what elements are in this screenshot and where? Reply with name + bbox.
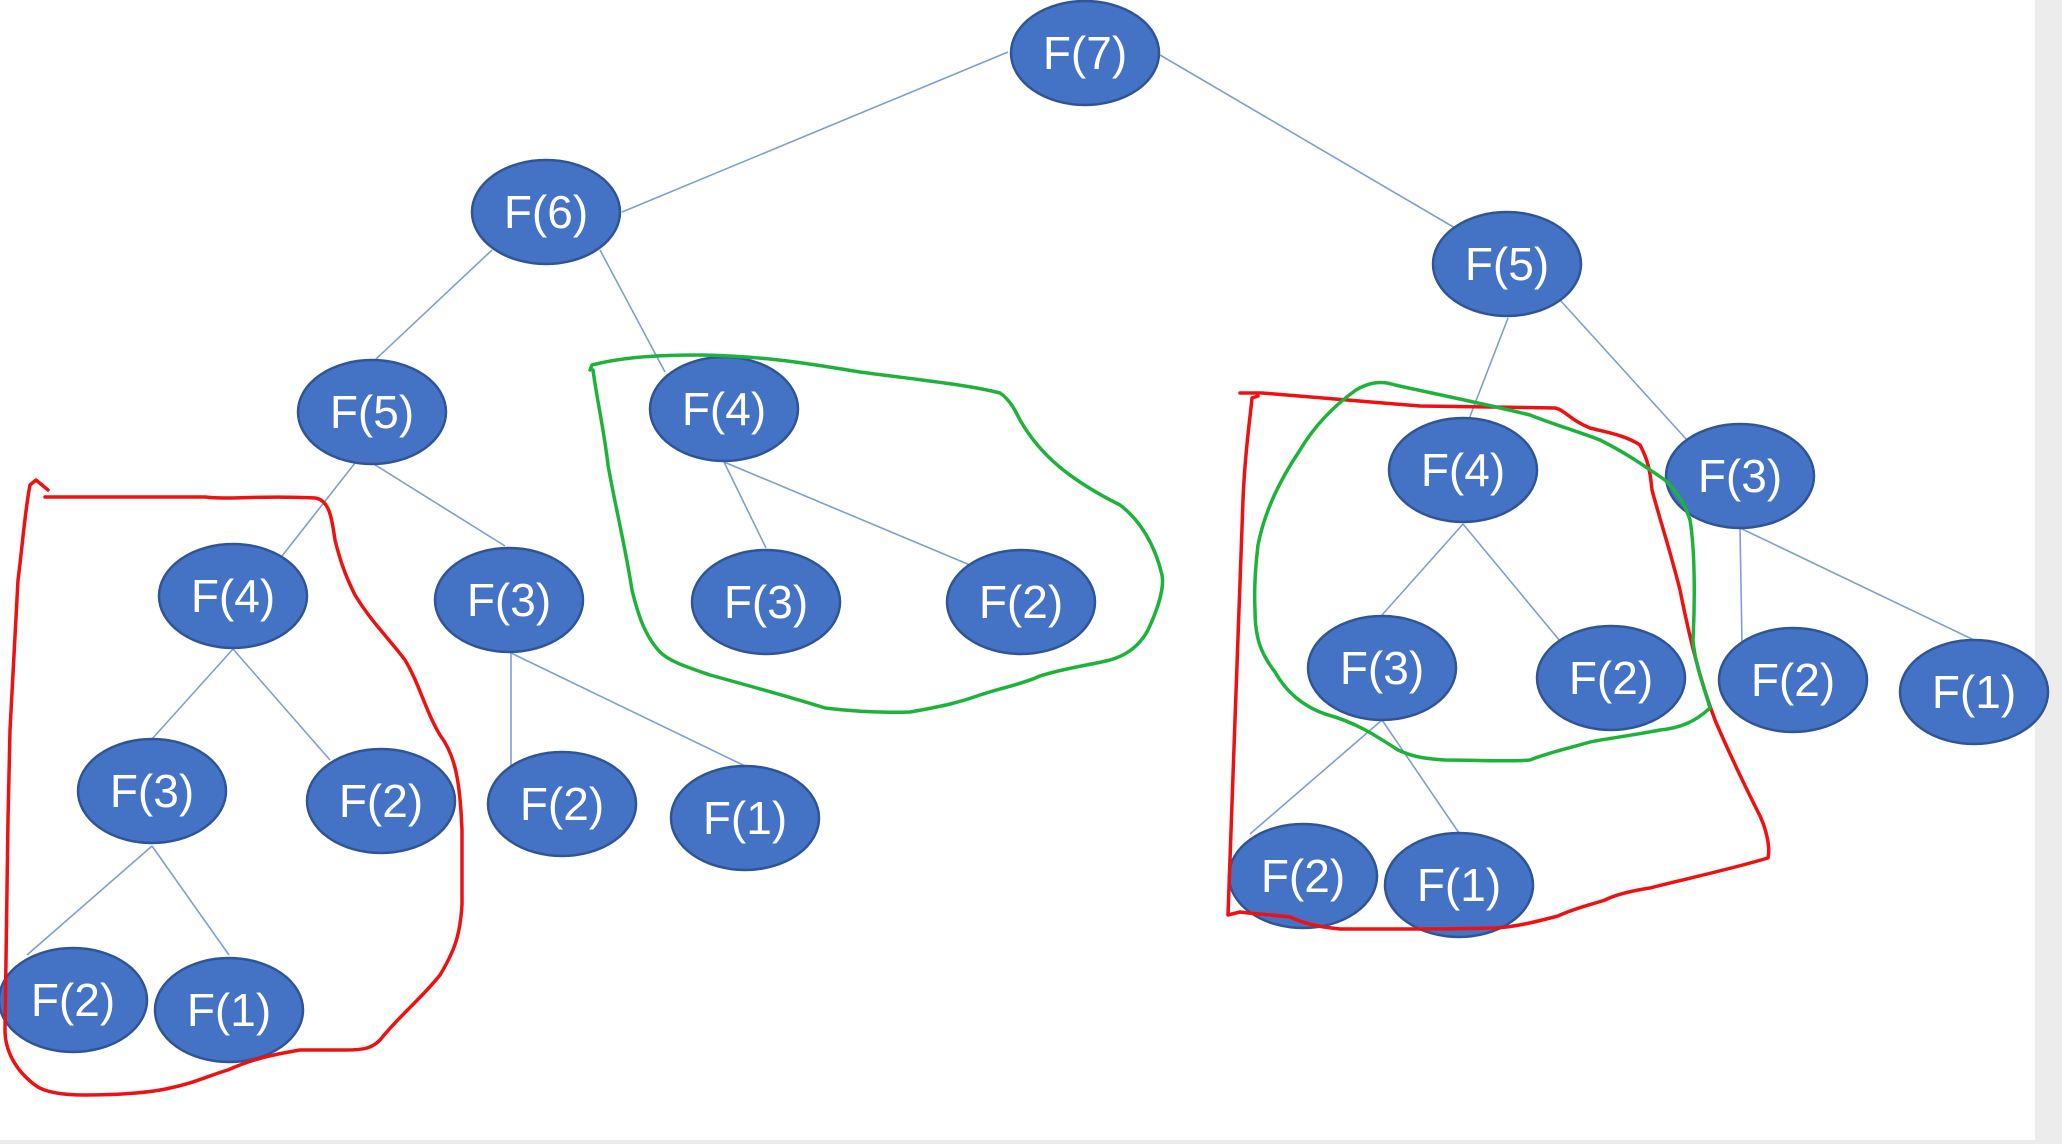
node-label: F(2) — [339, 775, 423, 827]
edge-n18-n23 — [1381, 719, 1460, 834]
edge-n7-n13 — [510, 652, 746, 767]
red-highlight-outline — [3, 478, 464, 1097]
node-ellipse — [1387, 416, 1539, 524]
edge-n3-n7 — [371, 462, 506, 547]
node-ellipse — [305, 747, 457, 855]
node-label: F(3) — [1698, 450, 1782, 502]
edge-n5-n11 — [232, 648, 331, 761]
node-label: F(2) — [1261, 850, 1345, 902]
node-ellipse — [669, 764, 821, 872]
edge-n3-n5 — [281, 462, 356, 557]
node-ellipse — [153, 956, 305, 1064]
tree-node: F(3) — [433, 546, 585, 654]
node-label: F(2) — [1569, 652, 1653, 704]
tree-node: F(5) — [296, 358, 448, 466]
tree-node: F(1) — [1383, 831, 1535, 939]
node-label: F(7) — [1043, 27, 1127, 79]
tree-node: F(3) — [690, 548, 842, 656]
tree-node: F(4) — [648, 355, 800, 463]
edge-n6-n8 — [723, 461, 767, 549]
tree-node: F(2) — [1535, 624, 1687, 732]
node-ellipse — [1306, 614, 1458, 722]
node-label: F(5) — [330, 386, 414, 438]
tree-node: F(4) — [157, 542, 309, 650]
edge-n4-n17 — [1559, 299, 1688, 441]
tree-node: F(3) — [1664, 422, 1816, 530]
node-label: F(4) — [191, 570, 275, 622]
edge-n2-n6 — [599, 249, 666, 373]
node-label: F(2) — [520, 778, 604, 830]
node-label: F(2) — [1751, 654, 1835, 706]
nodes-layer: F(7) F(6) F(5) F(5) F(4) F(4) F(3) F(3) F(2) F(3)… — [0, 0, 2050, 1064]
tree-node: F(2) — [1717, 626, 1869, 734]
tree-node: F(2) — [0, 946, 149, 1054]
tree-node: F(7) — [1009, 0, 1161, 107]
tree-node: F(2) — [1227, 822, 1379, 930]
edge-n17-n21 — [1739, 527, 1975, 641]
edge-n6-n9 — [723, 461, 971, 566]
node-ellipse — [76, 737, 228, 845]
tree-node: F(5) — [1431, 210, 1583, 318]
edge-n1-n2 — [621, 51, 1009, 213]
node-label: F(3) — [467, 574, 551, 626]
node-label: F(3) — [724, 576, 808, 628]
tree-node: F(4) — [1387, 416, 1539, 524]
node-ellipse — [945, 548, 1097, 656]
edge-n1-n4 — [1159, 54, 1456, 229]
green-highlight-outline — [1252, 380, 1712, 763]
tree-node: F(2) — [305, 747, 457, 855]
tree-node: F(1) — [153, 956, 305, 1064]
node-label: F(3) — [110, 765, 194, 817]
node-ellipse — [1431, 210, 1583, 318]
node-ellipse — [1664, 422, 1816, 530]
node-ellipse — [433, 546, 585, 654]
node-label: F(4) — [682, 383, 766, 435]
node-ellipse — [690, 548, 842, 656]
node-label: F(1) — [1417, 859, 1501, 911]
node-ellipse — [470, 158, 622, 266]
highlight-marks-layer — [3, 353, 1771, 1097]
node-label: F(1) — [1932, 666, 2016, 718]
tree-node: F(2) — [486, 750, 638, 858]
node-ellipse — [1898, 638, 2050, 746]
tree-node: F(3) — [76, 737, 228, 845]
tree-node: F(1) — [669, 764, 821, 872]
tree-node: F(6) — [470, 158, 622, 266]
node-label: F(3) — [1340, 642, 1424, 694]
edge-n10-n15 — [151, 845, 230, 956]
tree-node: F(1) — [1898, 638, 2050, 746]
edges-layer — [26, 51, 1975, 956]
node-ellipse — [1009, 0, 1161, 107]
node-ellipse — [1383, 831, 1535, 939]
node-label: F(2) — [979, 576, 1063, 628]
node-label: F(1) — [187, 984, 271, 1036]
node-ellipse — [0, 946, 149, 1054]
tree-node: F(2) — [945, 548, 1097, 656]
node-ellipse — [1717, 626, 1869, 734]
node-label: F(2) — [31, 974, 115, 1026]
edge-n18-n24 — [1249, 719, 1383, 835]
node-label: F(1) — [703, 792, 787, 844]
green-highlight-outline — [588, 353, 1165, 715]
tree-node: F(3) — [1306, 614, 1458, 722]
node-label: F(6) — [504, 186, 588, 238]
node-label: F(5) — [1465, 238, 1549, 290]
node-label: F(4) — [1421, 444, 1505, 496]
node-ellipse — [157, 542, 309, 650]
edge-n16-n18 — [1381, 523, 1464, 616]
red-highlight-outline — [1226, 391, 1771, 931]
node-ellipse — [1535, 624, 1687, 732]
edge-n10-n14 — [26, 845, 153, 956]
node-ellipse — [486, 750, 638, 858]
node-ellipse — [296, 358, 448, 466]
edge-n5-n10 — [151, 648, 234, 740]
edge-n2-n3 — [375, 249, 493, 360]
edge-n16-n19 — [1462, 523, 1561, 642]
edge-n17-n20 — [1739, 527, 1743, 644]
